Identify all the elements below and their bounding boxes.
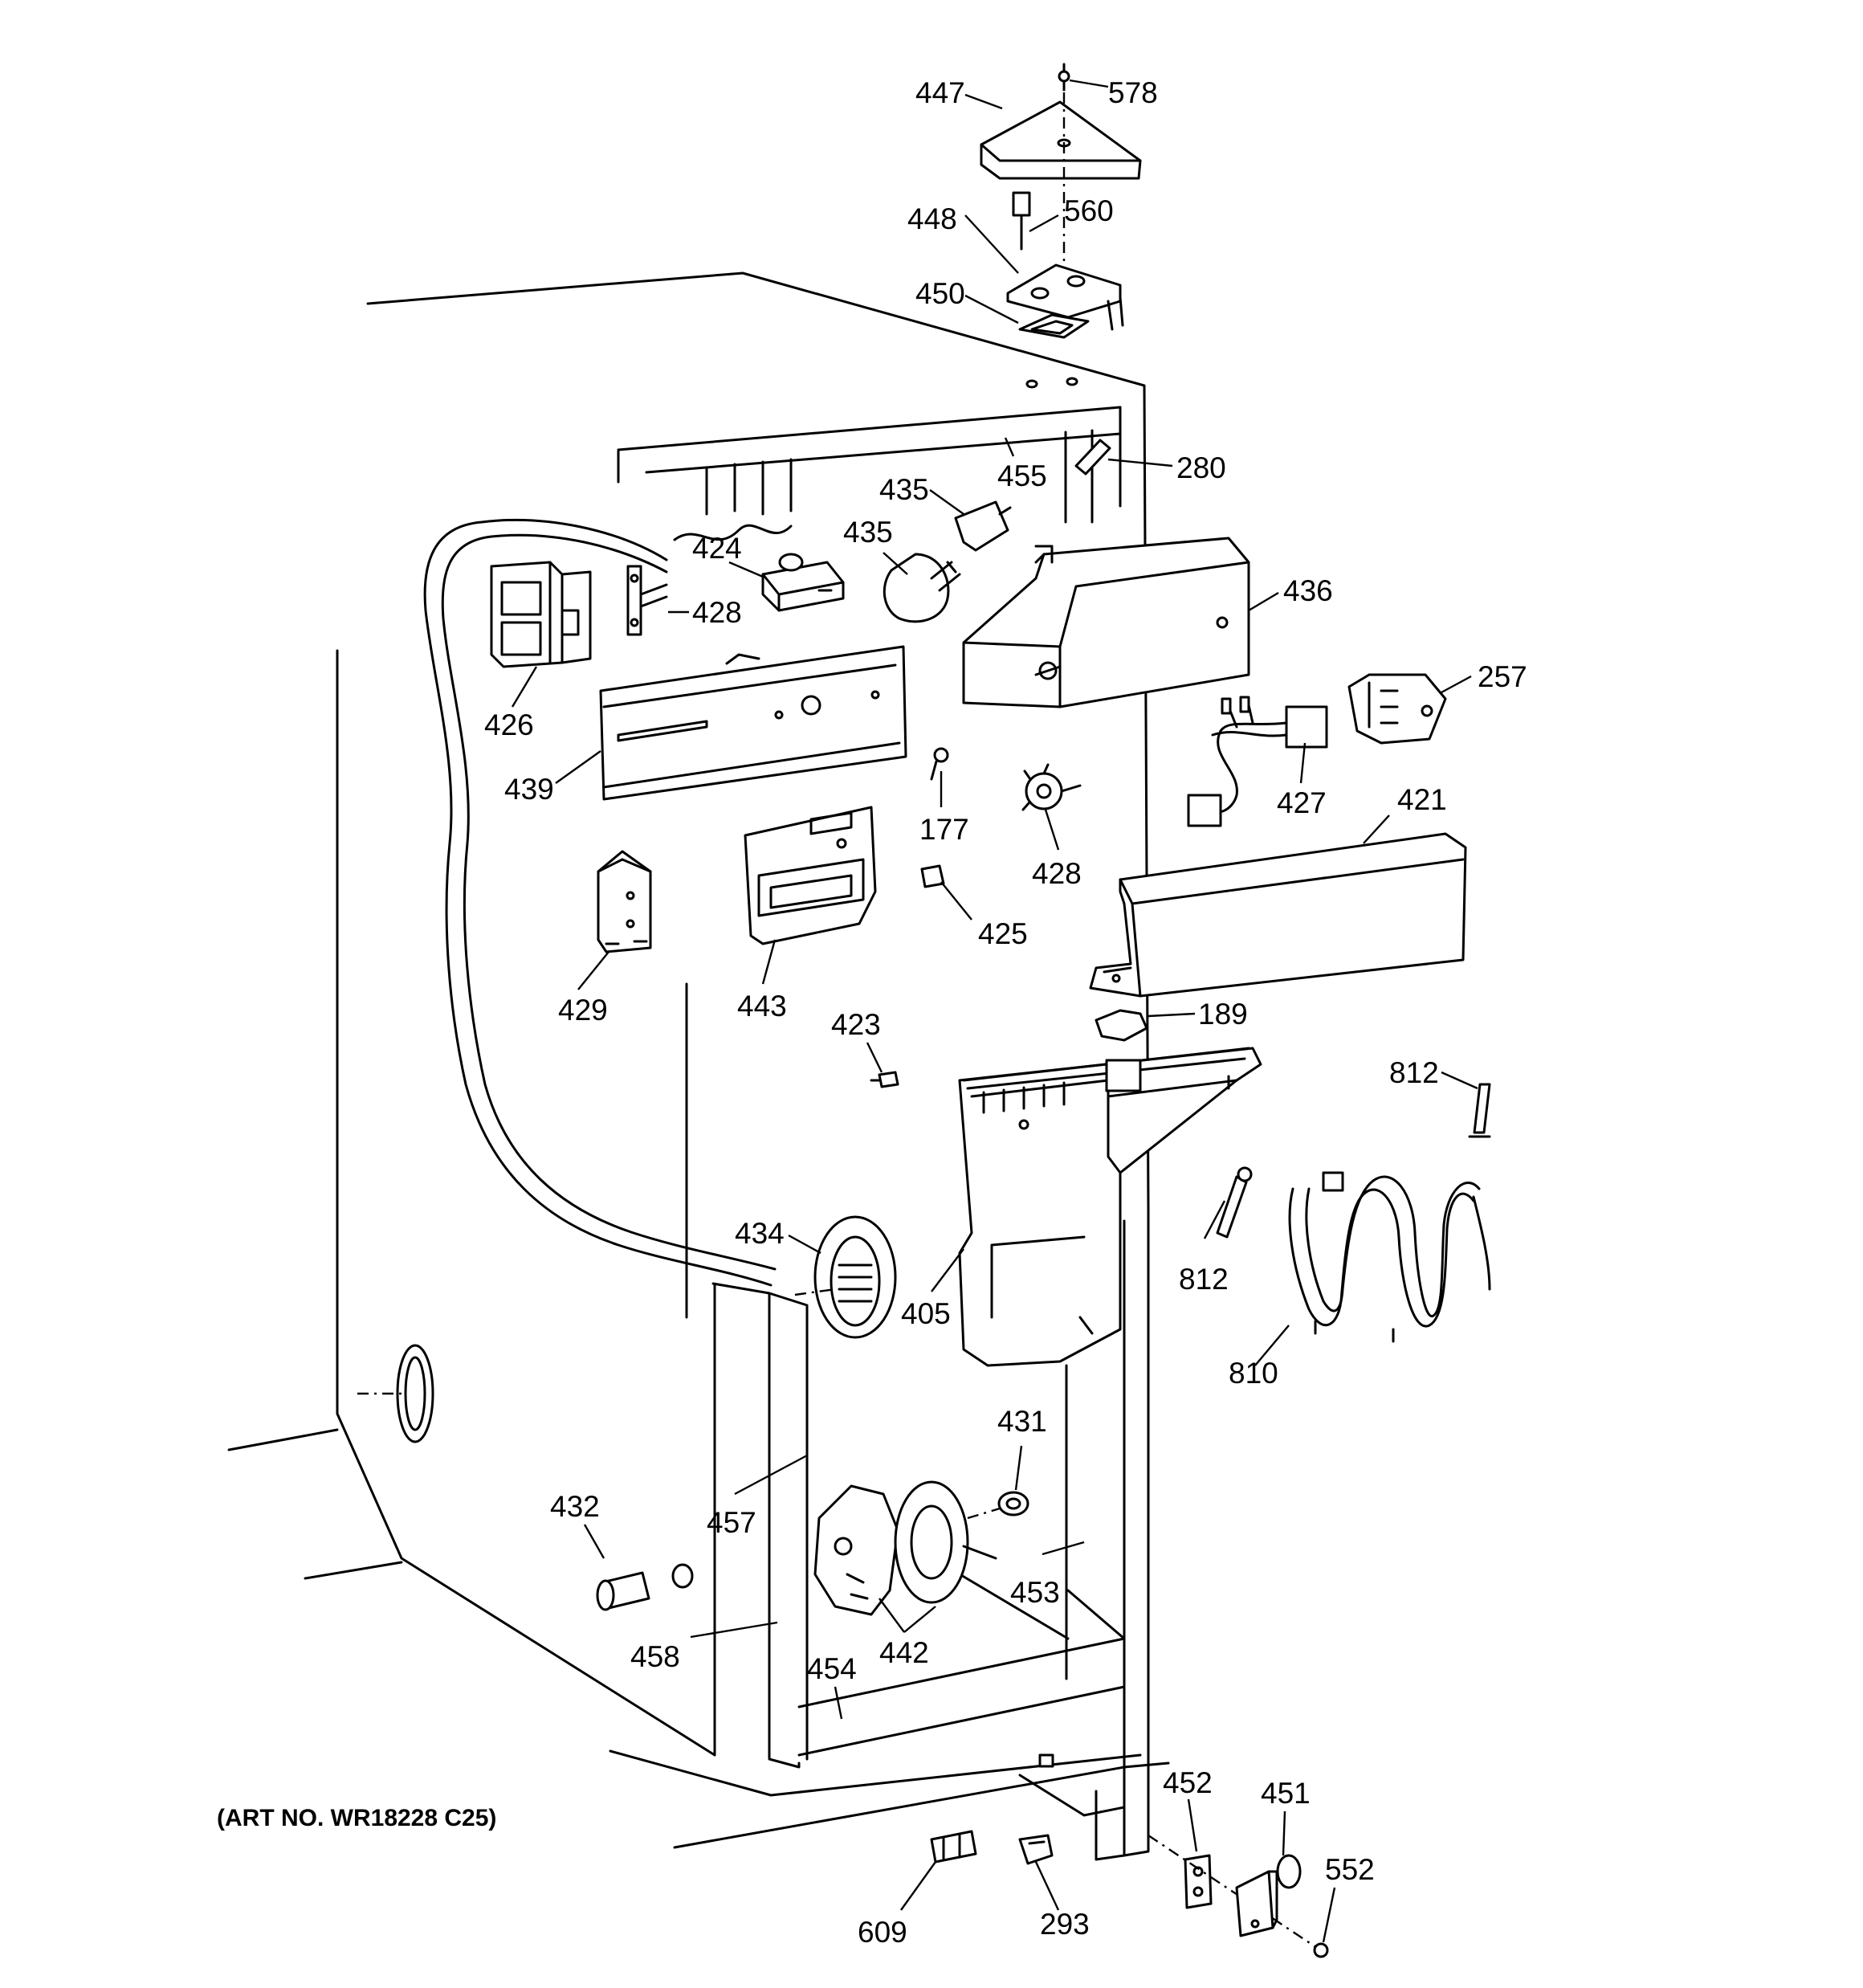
part-439-channel <box>599 645 907 801</box>
callout-448: 448 <box>907 202 957 235</box>
callout-257: 257 <box>1478 660 1527 693</box>
part-609-clip <box>930 1830 977 1863</box>
part-257-timer <box>1347 673 1447 745</box>
part-432-grommet <box>596 1563 694 1611</box>
part-451-hinge <box>1235 1854 1302 1937</box>
callout-810: 810 <box>1229 1357 1278 1390</box>
callout-426: 426 <box>484 708 534 741</box>
callout-425: 425 <box>978 917 1028 950</box>
part-428-bracket <box>626 565 668 636</box>
callout-447: 447 <box>915 76 965 109</box>
part-552-screw <box>1313 1942 1329 1958</box>
callout-177: 177 <box>919 813 969 846</box>
callout-452: 452 <box>1163 1766 1213 1799</box>
callout-443: 443 <box>737 990 787 1023</box>
callout-405: 405 <box>901 1297 951 1330</box>
callout-labels: 447 578 448 560 450 280 455 435 435 424 … <box>484 76 1527 1949</box>
callout-434: 434 <box>735 1217 785 1250</box>
part-421-channel <box>1089 832 1467 998</box>
callout-450: 450 <box>915 277 965 310</box>
callout-280: 280 <box>1176 451 1226 484</box>
part-177-screw <box>930 747 949 781</box>
callout-560: 560 <box>1064 194 1114 227</box>
part-425-clip <box>920 864 945 888</box>
part-424-switch <box>761 553 845 612</box>
part-452-shim <box>1148 1835 1318 1949</box>
part-429-bracket <box>597 850 652 953</box>
part-280-clip <box>1074 439 1111 476</box>
part-405-duct <box>958 1047 1262 1367</box>
cabinet-frame <box>227 271 1170 1861</box>
callout-427: 427 <box>1277 786 1327 819</box>
callout-609: 609 <box>858 1916 907 1949</box>
callout-428: 428 <box>692 596 742 629</box>
callout-428b: 428 <box>1032 857 1082 890</box>
callout-442: 442 <box>879 1636 929 1669</box>
callout-293: 293 <box>1040 1908 1090 1941</box>
part-428-gear <box>1021 763 1082 811</box>
part-448-hinge-bracket <box>1006 263 1124 331</box>
callout-455: 455 <box>997 459 1047 492</box>
part-578-screw <box>1058 63 1070 281</box>
callout-429: 429 <box>558 994 608 1027</box>
part-447-cover <box>980 100 1142 180</box>
callout-435b: 435 <box>843 516 893 549</box>
part-431-grommet <box>997 1491 1029 1517</box>
part-812-tube <box>1468 1083 1491 1138</box>
callout-432: 432 <box>550 1490 600 1523</box>
part-427-wire-harness <box>1187 696 1328 827</box>
callout-436: 436 <box>1283 574 1333 607</box>
part-426-switch-housing <box>490 561 592 668</box>
callout-454: 454 <box>807 1652 857 1685</box>
callout-552: 552 <box>1325 1853 1375 1886</box>
callout-578: 578 <box>1108 76 1158 109</box>
callout-812: 812 <box>1389 1056 1439 1089</box>
callout-453: 453 <box>1010 1576 1060 1609</box>
part-812-tube <box>1216 1166 1253 1239</box>
part-293-clip <box>1018 1834 1054 1865</box>
callout-431: 431 <box>997 1405 1047 1438</box>
part-423-clip <box>870 1071 899 1088</box>
part-442-damper <box>813 1480 1001 1616</box>
art-number: (ART NO. WR18228 C25) <box>217 1805 496 1831</box>
callout-451: 451 <box>1261 1777 1311 1810</box>
callout-421: 421 <box>1397 783 1447 816</box>
callout-439: 439 <box>504 773 554 806</box>
leader-lines <box>511 79 1478 1943</box>
part-434-vent <box>794 1215 897 1339</box>
part-435-socket <box>954 500 1012 552</box>
part-435-bulb <box>883 553 961 623</box>
callout-435: 435 <box>879 473 929 506</box>
callout-812b: 812 <box>1179 1263 1229 1296</box>
callout-423: 423 <box>831 1008 881 1041</box>
callout-458: 458 <box>630 1640 680 1673</box>
callout-189: 189 <box>1198 998 1248 1031</box>
part-189-cap <box>1095 1009 1148 1042</box>
callout-424: 424 <box>692 532 742 565</box>
part-810-heater <box>1288 1171 1491 1343</box>
part-443-bracket <box>744 806 877 945</box>
part-560-bolt <box>1012 191 1031 251</box>
part-436-light-housing <box>962 537 1250 708</box>
part-450-shim <box>1018 313 1090 389</box>
callout-457: 457 <box>707 1506 756 1539</box>
